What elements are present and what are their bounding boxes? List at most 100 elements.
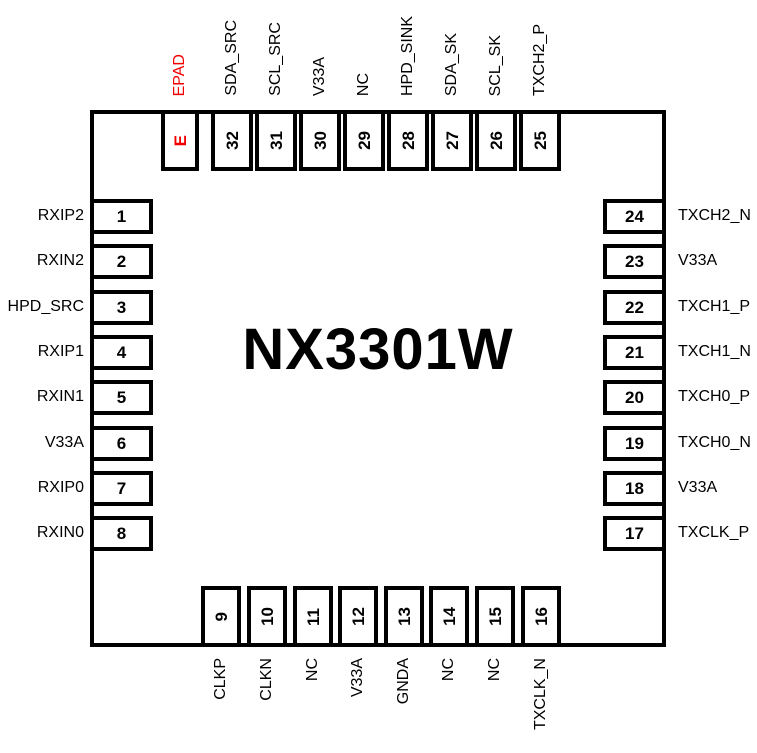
- pin-19-label: TXCH0_N: [678, 434, 751, 451]
- pin-6-label: V33A: [44, 434, 84, 451]
- pin-20-number: 20: [625, 388, 644, 407]
- pin-17-number: 17: [625, 524, 644, 543]
- pin-7-number: 7: [116, 479, 127, 498]
- pin-11-box: 11: [293, 586, 333, 647]
- pin-31-box: 31: [255, 110, 297, 171]
- pin-29-label: NC: [355, 72, 372, 96]
- pin-23-number: 23: [625, 252, 644, 271]
- pin-30-label: V33A: [311, 56, 328, 96]
- pin-17-box: 17: [603, 516, 666, 551]
- pin-18-number: 18: [625, 479, 644, 498]
- pin-7-label: RXIP0: [37, 479, 84, 496]
- pin-28-number: 28: [398, 131, 418, 150]
- pin-32-box: 32: [211, 110, 253, 171]
- pin-6-number: 6: [116, 434, 127, 453]
- pin-19-number: 19: [625, 434, 644, 453]
- pin-14-label: NC: [440, 658, 457, 682]
- pin-12-label: V33A: [349, 658, 366, 698]
- pin-13-label: GNDA: [395, 658, 412, 705]
- pin-14-number: 14: [439, 607, 459, 626]
- pin-8-label: RXIN0: [36, 524, 84, 541]
- pin-30-box: 30: [299, 110, 341, 171]
- pin-12-box: 12: [338, 586, 378, 647]
- pin-27-label: SDA_SK: [443, 32, 460, 96]
- pin-10-number: 10: [257, 607, 277, 626]
- pin-21-number: 21: [625, 343, 644, 362]
- pin-4-number: 4: [116, 343, 127, 362]
- pin-18-box: 18: [603, 471, 666, 506]
- pin-12-number: 12: [348, 607, 368, 626]
- pin-5-label: RXIN1: [36, 388, 84, 405]
- pin-32-number: 32: [222, 131, 242, 150]
- pin-13-box: 13: [384, 586, 424, 647]
- pin-14-box: 14: [429, 586, 469, 647]
- pin-27-box: 27: [431, 110, 473, 171]
- pin-3-label: HPD_SRC: [7, 298, 84, 315]
- pin-22-number: 22: [625, 298, 644, 317]
- pin-28-label: HPD_SINK: [399, 15, 416, 96]
- pin-19-box: 19: [603, 426, 666, 461]
- pin-21-label: TXCH1_N: [678, 343, 751, 360]
- chip-body: [90, 110, 666, 647]
- pin-7-box: 7: [90, 471, 153, 506]
- pin-25-label: TXCH2_P: [531, 23, 548, 96]
- pin-4-box: 4: [90, 335, 153, 370]
- pin-25-box: 25: [519, 110, 561, 171]
- pin-18-label: V33A: [678, 479, 718, 496]
- pin-15-number: 15: [485, 607, 505, 626]
- pin-2-label: RXIN2: [36, 252, 84, 269]
- pin-29-box: 29: [343, 110, 385, 171]
- pin-11-label: NC: [304, 658, 321, 682]
- pin-3-box: 3: [90, 290, 153, 325]
- pin-9-box: 9: [201, 586, 241, 647]
- pin-20-box: 20: [603, 380, 666, 415]
- pin-23-label: V33A: [678, 252, 718, 269]
- chip-title: NX3301W: [242, 317, 514, 382]
- pin-16-label: TXCLK_N: [532, 658, 549, 731]
- pin-1-number: 1: [116, 207, 127, 226]
- pin-10-box: 10: [247, 586, 287, 647]
- pin-2-box: 2: [90, 244, 153, 279]
- pin-28-box: 28: [387, 110, 429, 171]
- pin-15-label: NC: [486, 658, 503, 682]
- pin-26-box: 26: [475, 110, 517, 171]
- pin-26-label: SCL_SK: [487, 34, 504, 96]
- pin-24-label: TXCH2_N: [678, 207, 751, 224]
- pin-10-label: CLKN: [258, 658, 275, 701]
- pin-8-number: 8: [116, 524, 127, 543]
- pin-24-box: 24: [603, 199, 666, 234]
- epad-box: E: [161, 110, 199, 171]
- pin-1-label: RXIP2: [37, 207, 84, 224]
- pin-30-number: 30: [310, 131, 330, 150]
- pin-13-number: 13: [394, 607, 414, 626]
- pin-8-box: 8: [90, 516, 153, 551]
- pin-9-number: 9: [211, 611, 231, 622]
- pin-29-number: 29: [354, 131, 374, 150]
- pin-27-number: 27: [442, 131, 462, 150]
- pin-11-number: 11: [303, 607, 323, 626]
- pin-23-box: 23: [603, 244, 666, 279]
- pin-32-label: SDA_SRC: [223, 20, 240, 96]
- pin-2-number: 2: [116, 252, 127, 271]
- pin-1-box: 1: [90, 199, 153, 234]
- pin-16-number: 16: [531, 607, 551, 626]
- pin-9-label: CLKP: [212, 658, 229, 700]
- pin-31-number: 31: [266, 131, 286, 150]
- pin-21-box: 21: [603, 335, 666, 370]
- pin-5-box: 5: [90, 380, 153, 415]
- pin-4-label: RXIP1: [37, 343, 84, 360]
- pin-22-box: 22: [603, 290, 666, 325]
- pin-3-number: 3: [116, 298, 127, 317]
- pin-16-box: 16: [521, 586, 561, 647]
- pin-5-number: 5: [116, 388, 127, 407]
- pin-6-box: 6: [90, 426, 153, 461]
- epad-label: EPAD: [171, 53, 188, 96]
- pin-24-number: 24: [625, 207, 644, 226]
- pin-15-box: 15: [475, 586, 515, 647]
- pin-26-number: 26: [486, 131, 506, 150]
- pin-25-number: 25: [530, 131, 550, 150]
- pin-22-label: TXCH1_P: [678, 298, 751, 315]
- pin-20-label: TXCH0_P: [678, 388, 751, 405]
- epad-letter: E: [170, 134, 190, 147]
